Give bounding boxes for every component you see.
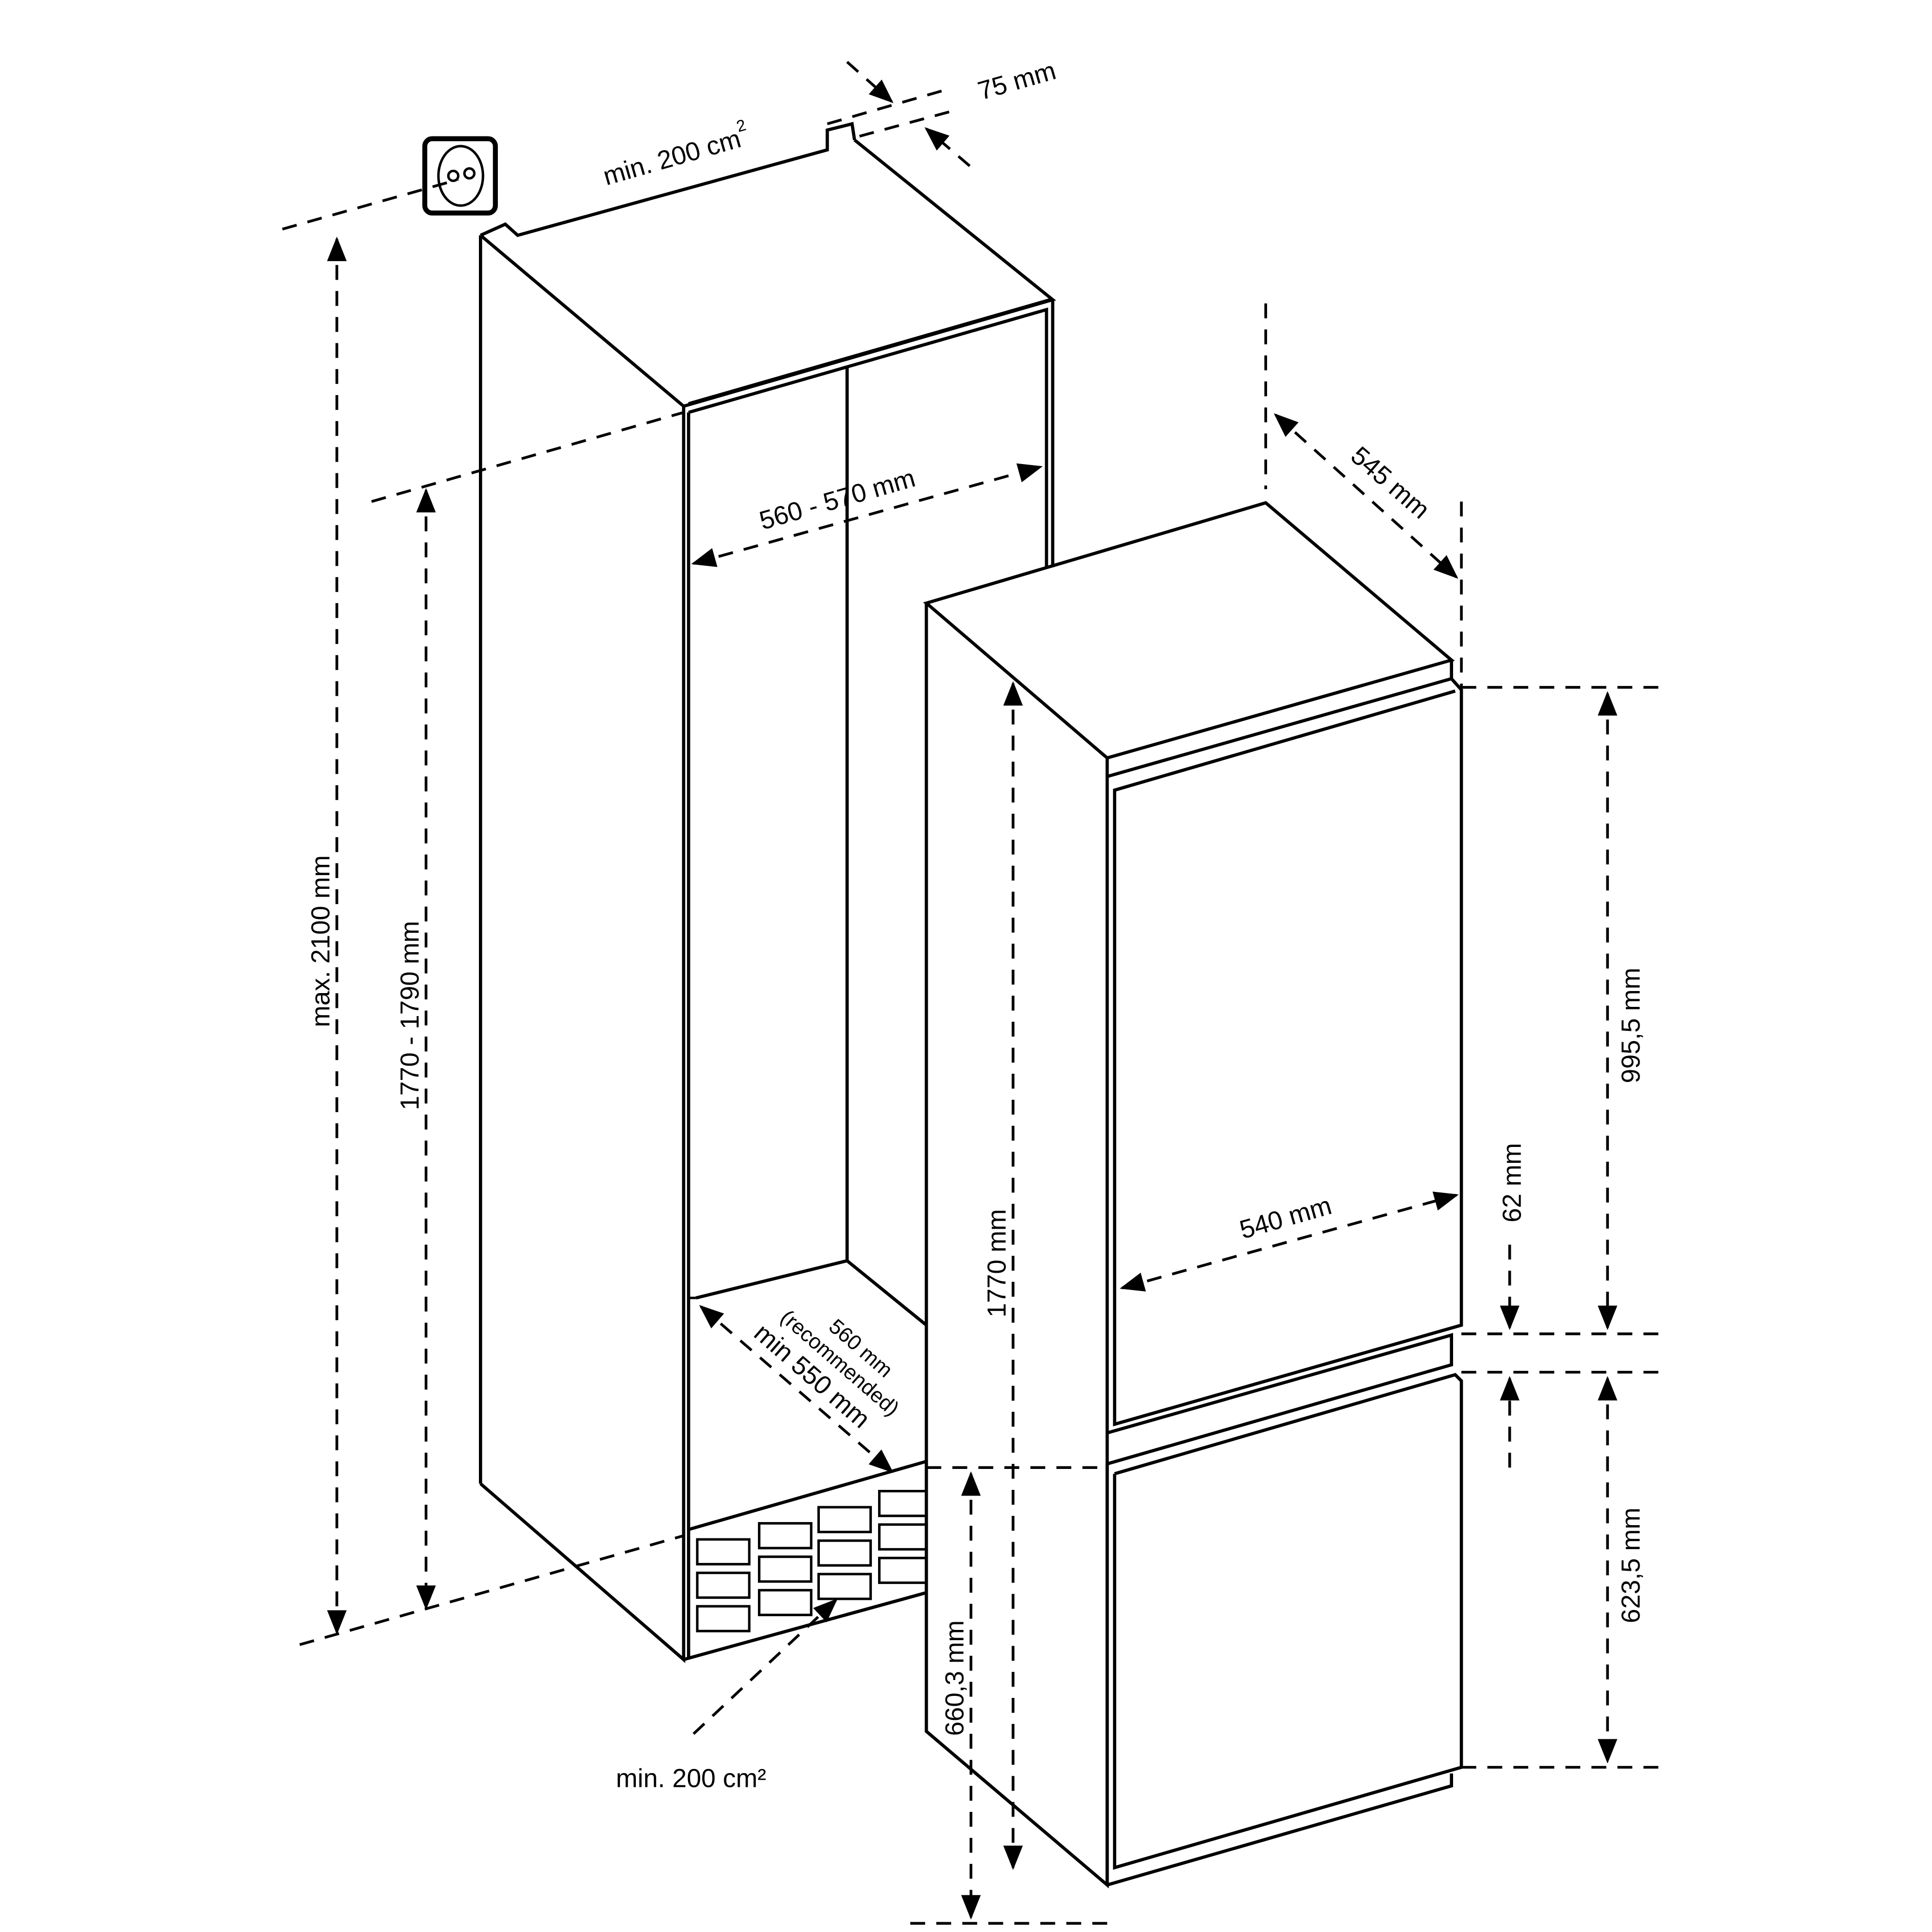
top-vent-label: min. 200 cm2 [598,116,752,191]
lower-door-label: 623,5 mm [1616,1508,1645,1623]
plinth-vent-grid [696,1489,928,1632]
depth-label: 560 mm (recommended) min 550 mm [749,1305,904,1434]
rear-gap-label: 75 mm [975,56,1059,106]
bottom-vent-label: min. 200 cm² [616,1764,766,1793]
power-socket-icon [422,136,498,216]
niche-width-label: 560 - 570 mm [756,463,918,535]
niche-cabinet [479,122,1056,1663]
appliance [923,501,1463,1889]
max-height-label: max. 2100 mm [306,855,335,1027]
height-range-label: 1770 - 1790 mm [395,921,424,1110]
gap-label: 62 mm [1498,1143,1527,1222]
appliance-width-label: 540 mm [1236,1190,1335,1244]
appliance-height-label: 1770 mm [982,1209,1011,1317]
appliance-depth-label: 545 mm [1345,441,1435,524]
lower-height-label: 660,3 mm [940,1620,969,1736]
upper-door-label: 995,5 mm [1616,968,1645,1083]
